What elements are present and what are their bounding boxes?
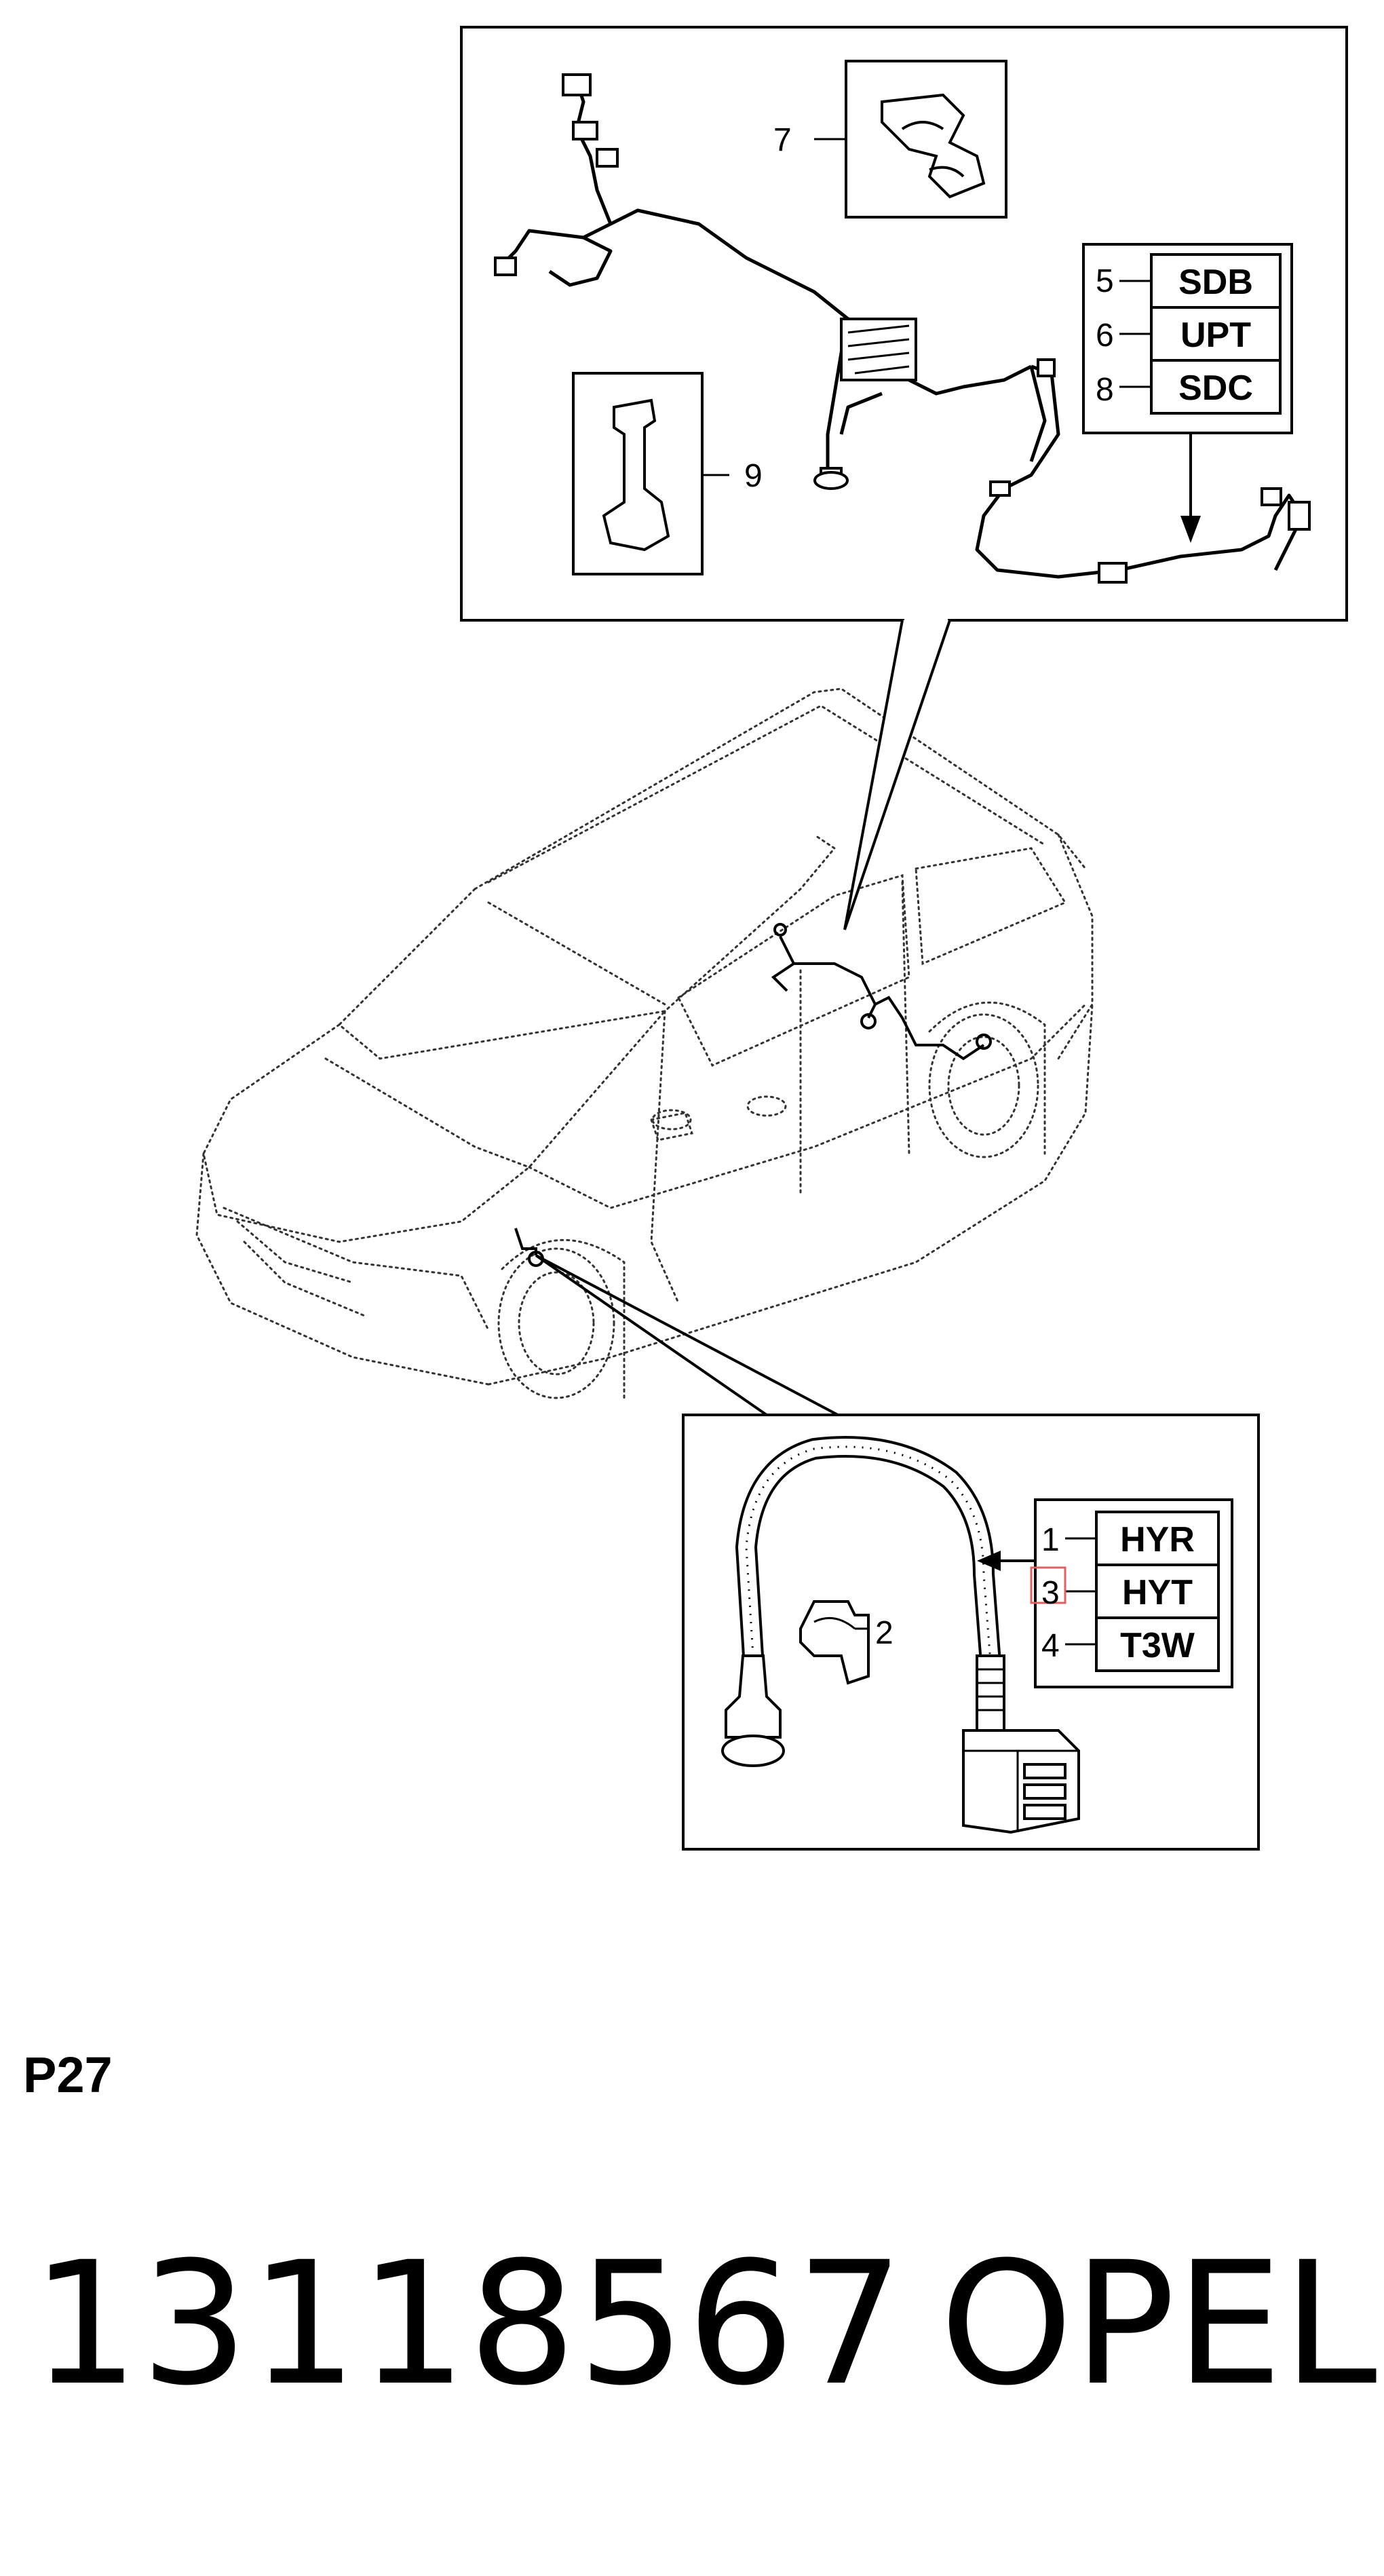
highlight-box-3 — [1030, 1566, 1066, 1604]
bottom-inset: 2 1 3 4 HYR HYT T3W — [535, 1254, 1260, 1851]
page-code: P27 — [23, 2047, 113, 2103]
callout-6: 6 — [1096, 318, 1114, 354]
callout-7: 7 — [773, 122, 792, 158]
code-t3w: T3W — [1120, 1626, 1195, 1665]
part-number: 13118567 — [31, 2225, 906, 2423]
callout-2: 2 — [875, 1615, 893, 1651]
callout-8: 8 — [1096, 372, 1114, 408]
callout-5: 5 — [1096, 263, 1114, 299]
callout-1: 1 — [1041, 1522, 1060, 1558]
code-hyt: HYT — [1122, 1573, 1193, 1612]
callout-3: 3 — [1041, 1575, 1060, 1611]
callout-9: 9 — [744, 458, 763, 494]
code-upt: UPT — [1180, 316, 1251, 355]
brand-name: OPEL — [940, 2225, 1377, 2423]
bottom-cable — [735, 1436, 1001, 1673]
top-inset-pointer — [843, 620, 951, 930]
code-sdc: SDC — [1178, 368, 1253, 408]
callout-4: 4 — [1041, 1628, 1060, 1664]
code-hyr: HYR — [1120, 1520, 1195, 1559]
item-7-clip-box: 7 — [773, 60, 1007, 219]
car-outline — [195, 687, 1094, 1399]
harness-on-car — [514, 923, 992, 1267]
code-sdb: SDB — [1178, 263, 1253, 302]
harness-connectors — [494, 73, 1311, 584]
bottom-inset-pointer — [535, 1254, 839, 1416]
item-9-clip-box: 9 — [572, 372, 763, 575]
top-code-table: 5 6 8 SDB UPT SDC — [1082, 243, 1293, 543]
bottom-code-table: 1 3 4 HYR HYT T3W — [977, 1498, 1233, 1688]
top-inset: 7 9 5 6 8 SDB UPT SDC — [460, 26, 1348, 930]
cable-grommet — [721, 1654, 785, 1767]
item-2-clip: 2 — [799, 1600, 893, 1685]
cable-connector — [962, 1654, 1080, 1834]
